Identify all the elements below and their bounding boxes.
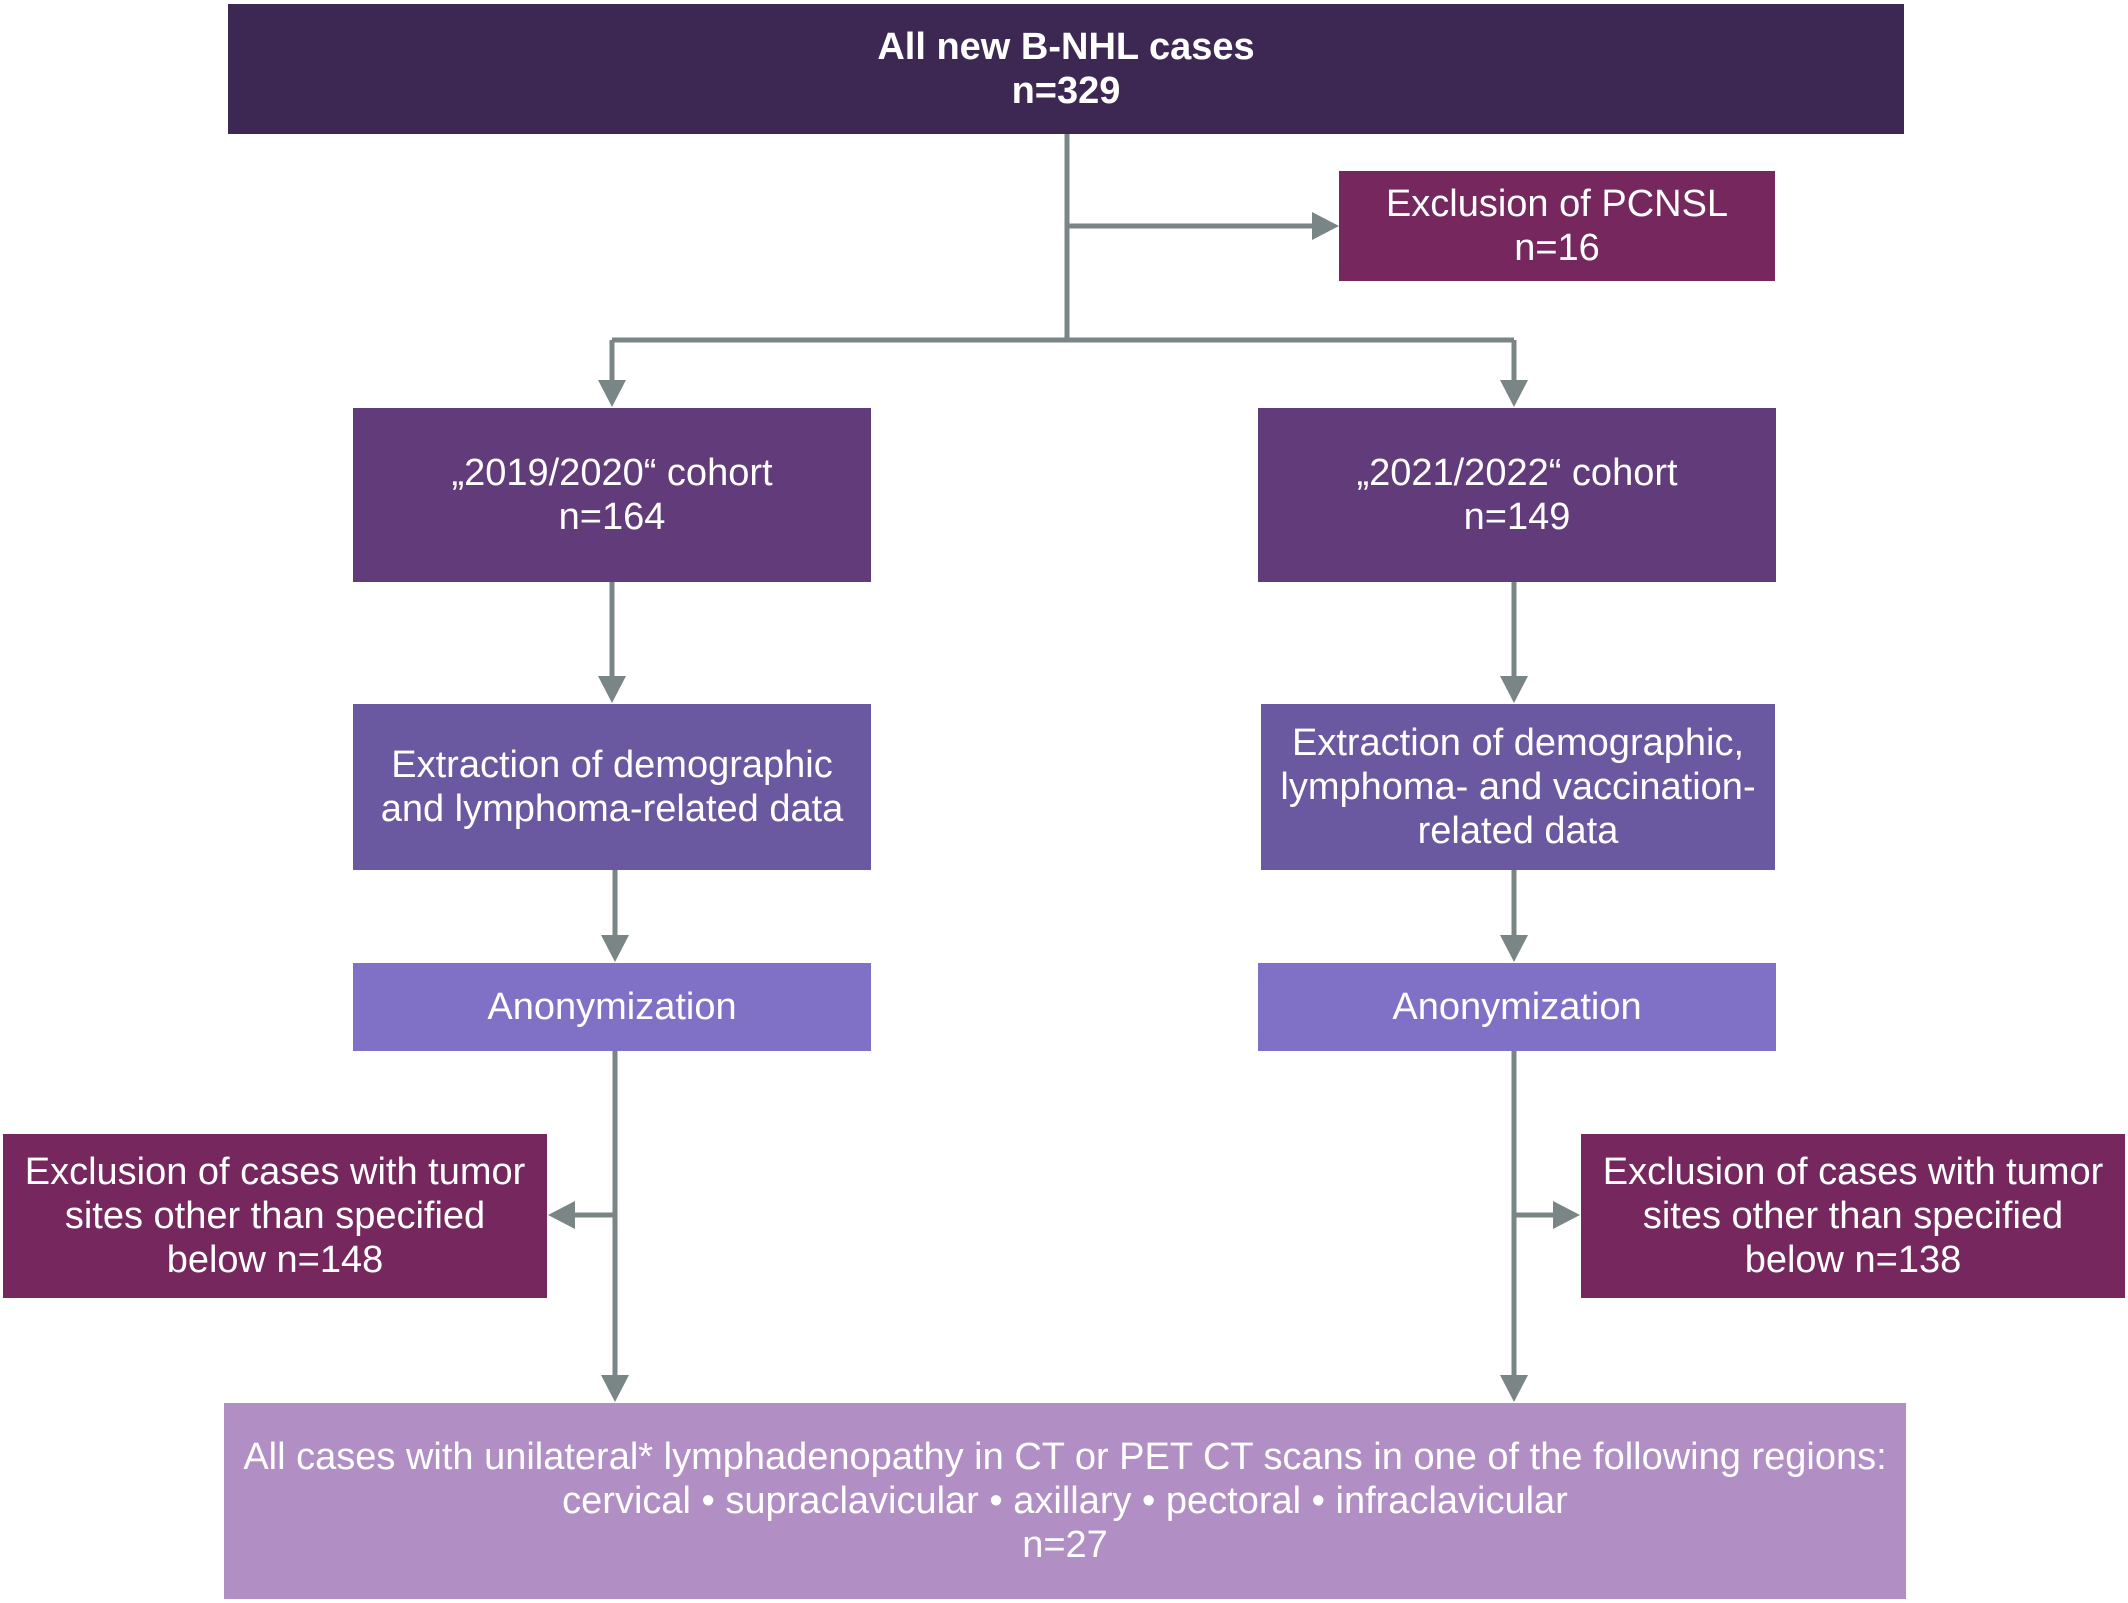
node-anonymization-left: Anonymization (353, 963, 871, 1051)
arrowhead-cohort-2021 (1500, 380, 1528, 407)
arrowhead-final-left (601, 1375, 629, 1402)
node-final-line2: cervical • supraclavicular • axillary • … (562, 1480, 1568, 1522)
node-cohort-2021-2022: „2021/2022“ cohort n=149 (1258, 408, 1776, 582)
node-exclusion-right: Exclusion of cases with tumor sites othe… (1581, 1134, 2125, 1298)
node-all-cases-title: All new B-NHL cases (877, 26, 1255, 68)
node-anonymization-left-label: Anonymization (487, 986, 737, 1028)
node-final-line3: n=27 (1022, 1524, 1108, 1566)
node-exclusion-pcnsl-count: n=16 (1514, 227, 1600, 269)
node-final-line1: All cases with unilateral* lymphadenopat… (243, 1436, 1887, 1478)
arrowhead-exclusion-left (548, 1201, 575, 1229)
arrowhead-anon-left (601, 935, 629, 962)
node-extraction-left-line1: Extraction of demographic (391, 744, 833, 786)
node-exclusion-right-line2: sites other than specified (1642, 1195, 2064, 1237)
node-exclusion-left-line1: Exclusion of cases with tumor (24, 1151, 526, 1193)
arrowhead-cohort-2019 (598, 380, 626, 407)
node-anonymization-right: Anonymization (1258, 963, 1776, 1051)
arrowhead-pcnsl (1312, 212, 1339, 240)
node-anonymization-right-label: Anonymization (1392, 986, 1642, 1028)
node-cohort-2021-count: n=149 (1463, 496, 1571, 538)
node-cohort-2019-title: „2019/2020“ cohort (451, 452, 773, 494)
node-extraction-left: Extraction of demographic and lymphoma-r… (353, 704, 871, 870)
node-cohort-2021-title: „2021/2022“ cohort (1356, 452, 1678, 494)
node-extraction-left-line2: and lymphoma-related data (380, 788, 844, 830)
arrowhead-extraction-right (1500, 676, 1528, 703)
node-all-cases: All new B-NHL cases n=329 (228, 4, 1904, 134)
node-extraction-right: Extraction of demographic, lymphoma- and… (1261, 704, 1775, 870)
arrowhead-exclusion-right (1553, 1201, 1580, 1229)
node-final-cases: All cases with unilateral* lymphadenopat… (224, 1403, 1906, 1599)
node-all-cases-count: n=329 (1011, 70, 1121, 112)
node-exclusion-right-line1: Exclusion of cases with tumor (1602, 1151, 2104, 1193)
node-exclusion-right-line3: below n=138 (1744, 1239, 1962, 1281)
node-exclusion-pcnsl-title: Exclusion of PCNSL (1385, 183, 1729, 225)
node-exclusion-left-line3: below n=148 (166, 1239, 384, 1281)
arrowhead-anon-right (1500, 935, 1528, 962)
node-cohort-2019-2020: „2019/2020“ cohort n=164 (353, 408, 871, 582)
node-extraction-right-line1: Extraction of demographic, (1291, 722, 1744, 764)
node-extraction-right-line2: lymphoma- and vaccination- (1280, 766, 1756, 808)
node-cohort-2019-count: n=164 (558, 496, 666, 538)
arrowhead-final-right (1500, 1375, 1528, 1402)
node-exclusion-left-line2: sites other than specified (64, 1195, 486, 1237)
arrowhead-extraction-left (598, 676, 626, 703)
node-exclusion-left: Exclusion of cases with tumor sites othe… (3, 1134, 547, 1298)
node-extraction-right-line3: related data (1417, 810, 1619, 852)
node-exclusion-pcnsl: Exclusion of PCNSL n=16 (1339, 171, 1775, 281)
